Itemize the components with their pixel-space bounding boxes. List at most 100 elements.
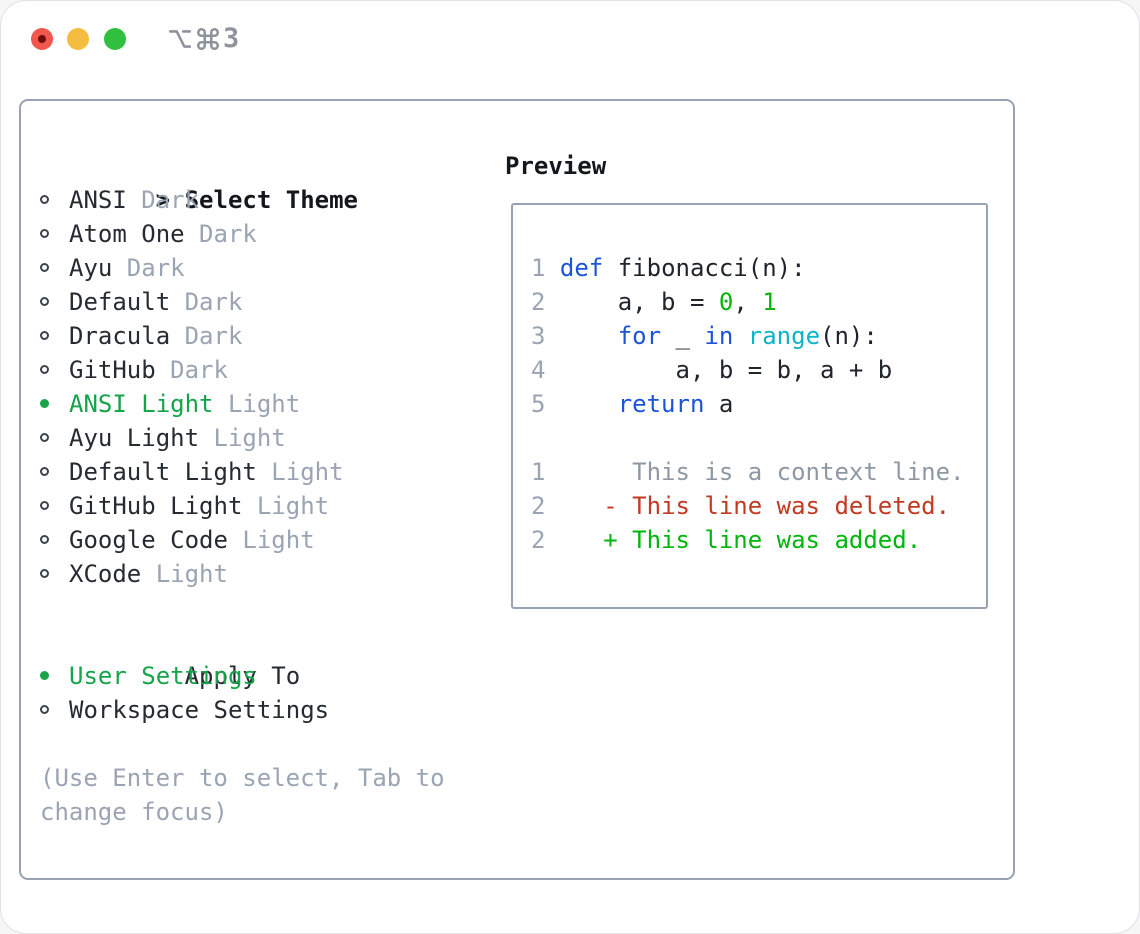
radio-icon xyxy=(40,421,69,455)
line-number: 2 xyxy=(531,288,546,316)
command-key-icon xyxy=(195,26,221,52)
theme-item-name: ANSI Light xyxy=(69,390,214,418)
theme-item[interactable]: ANSI Light Light xyxy=(40,387,476,421)
theme-item-tag: Light xyxy=(227,526,315,554)
radio-icon xyxy=(40,217,69,251)
theme-item-name: Dracula xyxy=(69,322,171,350)
apply-option-label: Workspace Settings xyxy=(69,696,330,724)
theme-item[interactable]: Google Code Light xyxy=(40,523,476,557)
theme-item-tag: Light xyxy=(213,390,301,418)
window-title-number: 3 xyxy=(223,23,240,54)
theme-item-tag: Dark xyxy=(170,288,243,316)
preview-title: Preview xyxy=(505,152,607,180)
theme-item[interactable]: Ayu Light Light xyxy=(40,421,476,455)
theme-item-name: Google Code xyxy=(69,526,228,554)
theme-list-title: Select Theme xyxy=(184,186,358,214)
code-token: def xyxy=(559,254,604,282)
code-token: for xyxy=(617,322,662,350)
theme-item[interactable]: ANSI Dark xyxy=(40,183,476,217)
code-token: return xyxy=(617,390,705,418)
theme-list-header: > Select Theme xyxy=(40,149,476,214)
code-token: range xyxy=(747,322,821,350)
code-token xyxy=(733,322,747,350)
theme-item-tag: Dark xyxy=(170,322,243,350)
zoom-button[interactable] xyxy=(104,28,126,50)
preview-line: 2 + This line was added. xyxy=(531,523,986,557)
radio-icon xyxy=(40,557,69,591)
close-button[interactable] xyxy=(31,28,53,50)
radio-icon xyxy=(40,523,69,557)
code-token xyxy=(560,492,603,520)
theme-item-name: Ayu xyxy=(69,254,113,282)
theme-item-name: GitHub xyxy=(69,356,156,384)
theme-item[interactable]: Default Dark xyxy=(40,285,476,319)
theme-item-tag: Light xyxy=(242,492,330,520)
option-key-icon xyxy=(167,26,193,52)
radio-icon xyxy=(40,353,69,387)
line-number: 2 xyxy=(531,492,546,520)
theme-item-tag: Light xyxy=(199,424,286,452)
code-token: (n): xyxy=(820,322,878,350)
preview-line: 3 for _ in range(n): xyxy=(531,319,986,353)
theme-item[interactable]: XCode Light xyxy=(40,557,476,591)
apply-option[interactable]: User Settings xyxy=(40,659,476,693)
help-text: (Use Enter to select, Tab to change focu… xyxy=(40,764,445,826)
theme-item-tag: Dark xyxy=(112,254,185,282)
theme-item-name: Default xyxy=(69,288,171,316)
radio-icon xyxy=(40,693,69,727)
theme-item[interactable]: Atom One Dark xyxy=(40,217,476,251)
code-token: in xyxy=(704,322,734,350)
preview-line: 5 return a xyxy=(531,387,986,421)
theme-item-name: GitHub Light xyxy=(69,492,243,520)
titlebar: 3 xyxy=(1,1,1139,99)
theme-item[interactable]: GitHub Dark xyxy=(40,353,476,387)
apply-to-label: Apply To xyxy=(184,662,301,690)
code-token xyxy=(560,526,603,554)
theme-item[interactable]: Dracula Dark xyxy=(40,319,476,353)
code-token: a, b = xyxy=(559,288,719,316)
theme-item[interactable]: Default Light Light xyxy=(40,455,476,489)
theme-item-tag: Dark xyxy=(184,220,257,248)
radio-icon xyxy=(40,319,69,353)
code-token xyxy=(560,322,618,350)
preview-line: 4 a, b = b, a + b xyxy=(531,353,986,387)
apply-option-label: User Settings xyxy=(69,662,257,690)
line-number: 3 xyxy=(531,322,546,350)
minimize-button[interactable] xyxy=(67,28,89,50)
theme-item-tag: Dark xyxy=(155,356,228,384)
theme-item-name: Ayu Light xyxy=(69,424,200,452)
line-number: 5 xyxy=(531,390,546,418)
code-token: , xyxy=(733,288,763,316)
code-token: a xyxy=(704,390,734,418)
theme-item-tag: Dark xyxy=(126,186,200,214)
preview-line: 2 - This line was deleted. xyxy=(531,489,986,523)
code-token: + This line was added. xyxy=(603,526,922,554)
theme-item[interactable]: GitHub Light Light xyxy=(40,489,476,523)
theme-item-name: ANSI xyxy=(69,186,127,214)
preview-line: 2 a, b = 0, 1 xyxy=(531,285,986,319)
prompt-icon: > xyxy=(155,186,171,214)
preview-line: 1 def fibonacci(n): xyxy=(531,251,986,285)
window-title: 3 xyxy=(167,23,239,54)
line-number: 1 xyxy=(531,458,546,486)
radio-selected-icon xyxy=(40,387,69,421)
apply-option[interactable]: Workspace Settings xyxy=(40,693,476,727)
radio-icon xyxy=(40,489,69,523)
theme-item[interactable]: Ayu Dark xyxy=(40,251,476,285)
line-number: 1 xyxy=(531,254,546,282)
radio-icon xyxy=(40,251,69,285)
theme-item-name: Default Light xyxy=(69,458,257,486)
theme-item-name: XCode xyxy=(69,560,142,588)
preview-line xyxy=(531,421,986,455)
code-token: - This line was deleted. xyxy=(603,492,951,520)
radio-icon xyxy=(40,455,69,489)
theme-item-name: Atom One xyxy=(69,220,185,248)
radio-icon xyxy=(40,285,69,319)
code-token: a, b = b, a + b xyxy=(559,356,893,384)
